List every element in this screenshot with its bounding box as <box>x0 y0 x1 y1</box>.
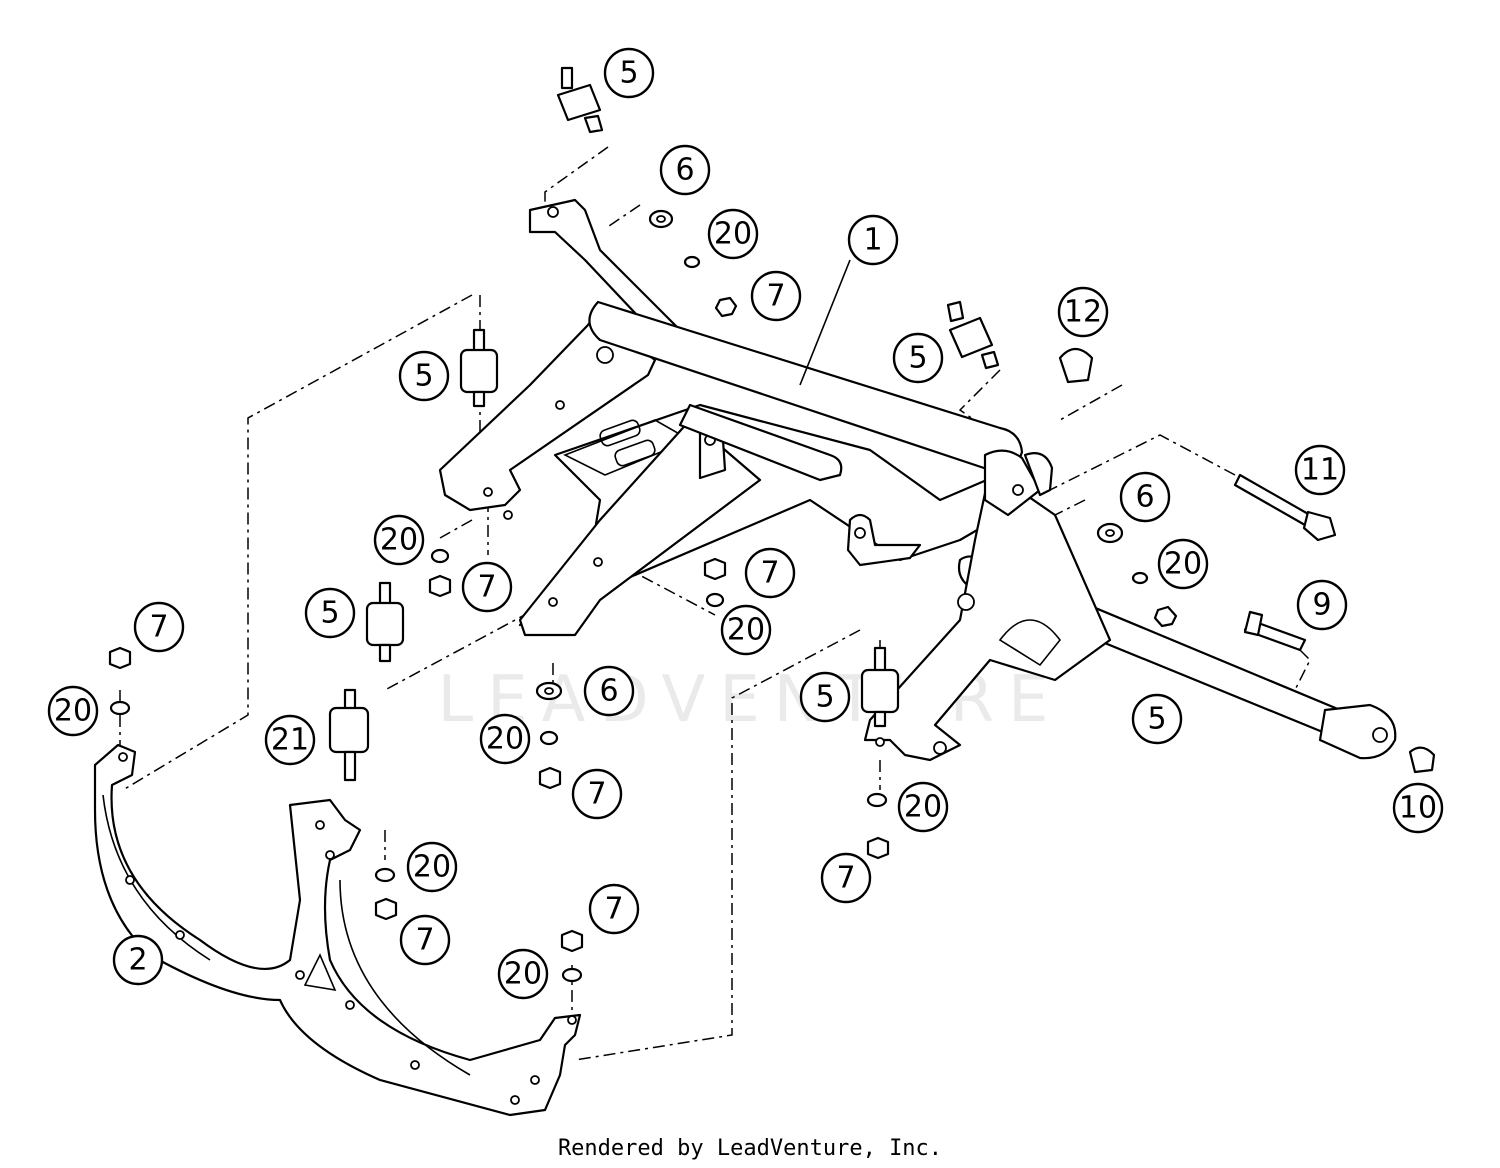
callout-20-bottom-right: 20 <box>497 948 549 1000</box>
svg-text:20: 20 <box>714 217 752 252</box>
callout-5-top: 5 <box>603 47 655 99</box>
svg-text:12: 12 <box>1064 295 1102 330</box>
isolator-mounts <box>328 66 1000 782</box>
svg-text:7: 7 <box>477 570 496 605</box>
isolator-mount-left <box>459 328 499 408</box>
svg-text:9: 9 <box>1312 588 1331 623</box>
bolts <box>1233 473 1337 652</box>
callouts: 5 6 20 7 1 12 5 5 11 6 20 20 7 5 7 20 9 … <box>47 47 1444 1000</box>
callout-20-center: 20 <box>720 604 772 656</box>
isolator-mount-right-lower <box>860 646 900 728</box>
hardware <box>108 209 1436 983</box>
callout-20-bottom: 20 <box>406 841 458 893</box>
callout-7-center: 7 <box>744 547 796 599</box>
callout-7-left: 7 <box>461 561 513 613</box>
svg-text:20: 20 <box>380 523 418 558</box>
callout-7-center-lower: 7 <box>571 768 623 820</box>
isolator-mount-21 <box>328 688 370 782</box>
svg-text:20: 20 <box>904 790 942 825</box>
svg-text:20: 20 <box>504 957 542 992</box>
callout-12: 12 <box>1057 286 1109 338</box>
svg-text:1: 1 <box>863 223 882 258</box>
svg-text:7: 7 <box>604 892 623 927</box>
svg-text:6: 6 <box>1135 480 1154 515</box>
svg-text:6: 6 <box>675 153 694 188</box>
callout-5-mid-left: 5 <box>304 587 356 639</box>
svg-text:11: 11 <box>1301 453 1339 488</box>
leader-line-1 <box>799 259 851 386</box>
callout-6-top: 6 <box>659 144 711 196</box>
callout-7-right-lower: 7 <box>820 852 872 904</box>
callout-9: 9 <box>1296 579 1348 631</box>
callout-6-center: 6 <box>583 665 635 717</box>
footer-credit: Rendered by LeadVenture, Inc. <box>558 1136 942 1161</box>
callout-5-right-top: 5 <box>892 332 944 384</box>
svg-text:7: 7 <box>587 777 606 812</box>
svg-text:6: 6 <box>599 674 618 709</box>
callout-5-right-lower: 5 <box>799 671 851 723</box>
svg-text:7: 7 <box>760 556 779 591</box>
svg-text:20: 20 <box>54 694 92 729</box>
svg-text:5: 5 <box>908 341 927 376</box>
callout-2: 2 <box>112 934 164 986</box>
svg-text:7: 7 <box>766 279 785 314</box>
svg-text:20: 20 <box>486 722 524 757</box>
callout-6-right: 6 <box>1119 471 1171 523</box>
svg-text:20: 20 <box>727 613 765 648</box>
svg-text:2: 2 <box>128 943 147 978</box>
lower-bracket <box>93 743 582 1117</box>
svg-text:10: 10 <box>1399 791 1437 826</box>
svg-text:5: 5 <box>1147 702 1166 737</box>
callout-7-top: 7 <box>750 270 802 322</box>
svg-text:20: 20 <box>413 850 451 885</box>
svg-text:5: 5 <box>320 596 339 631</box>
svg-text:5: 5 <box>414 359 433 394</box>
callout-7-right-mid: 5 <box>1131 693 1183 745</box>
svg-text:7: 7 <box>415 923 434 958</box>
callout-21: 21 <box>264 714 316 766</box>
callout-20-far-left: 20 <box>47 685 99 737</box>
isolator-mount-top <box>556 66 604 134</box>
callout-7-far-left: 7 <box>133 601 185 653</box>
callout-20-right-lower: 20 <box>897 781 949 833</box>
svg-text:7: 7 <box>149 610 168 645</box>
svg-text:21: 21 <box>271 723 309 758</box>
callout-20-right: 20 <box>1157 538 1209 590</box>
callout-20-top: 20 <box>707 208 759 260</box>
svg-text:5: 5 <box>815 680 834 715</box>
callout-7-bottom-right: 7 <box>588 883 640 935</box>
callout-20-center-lower: 20 <box>479 713 531 765</box>
callout-1: 1 <box>847 214 899 266</box>
isolator-mount-right-top <box>946 300 1000 370</box>
callout-10: 10 <box>1392 782 1444 834</box>
svg-text:7: 7 <box>836 861 855 896</box>
svg-text:5: 5 <box>619 56 638 91</box>
callout-5-left: 5 <box>398 350 450 402</box>
callout-11: 11 <box>1294 444 1346 496</box>
isolator-mount-mid-left <box>365 581 405 663</box>
callout-20-left: 20 <box>373 514 425 566</box>
callout-7-bottom: 7 <box>399 914 451 966</box>
main-frame <box>438 198 1397 762</box>
svg-text:20: 20 <box>1164 547 1202 582</box>
